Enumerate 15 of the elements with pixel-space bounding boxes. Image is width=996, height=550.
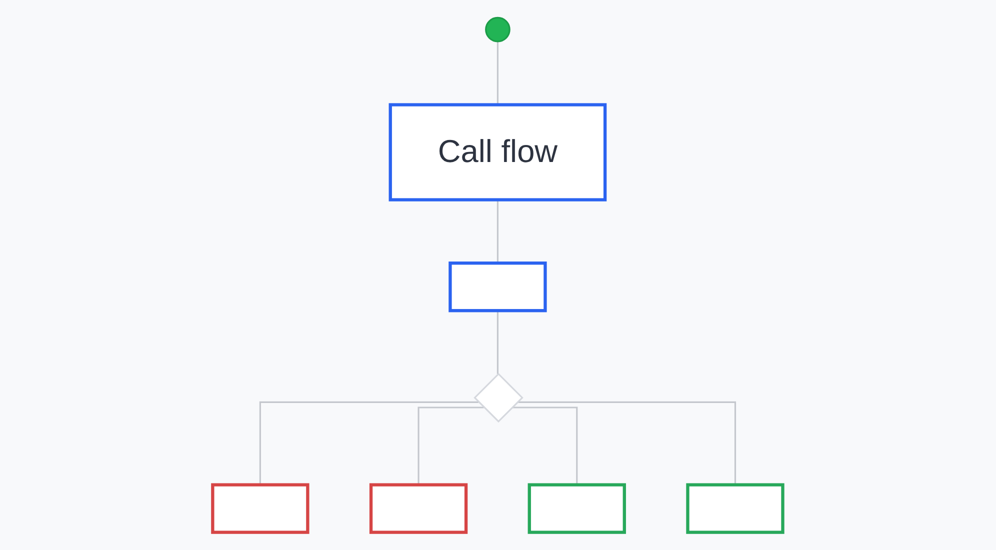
node-box	[448, 262, 548, 312]
node-box	[686, 483, 785, 534]
node-diamond	[474, 372, 524, 423]
connector	[418, 406, 484, 485]
connector	[497, 40, 499, 105]
connector	[517, 401, 736, 485]
node-circle	[485, 16, 511, 42]
connector	[260, 401, 479, 485]
connector	[497, 198, 499, 264]
node-box	[528, 483, 626, 534]
node-box	[370, 483, 468, 534]
node-box: Call flow	[389, 103, 607, 202]
connector	[497, 310, 499, 374]
connector	[512, 406, 578, 485]
node-box	[211, 483, 310, 534]
